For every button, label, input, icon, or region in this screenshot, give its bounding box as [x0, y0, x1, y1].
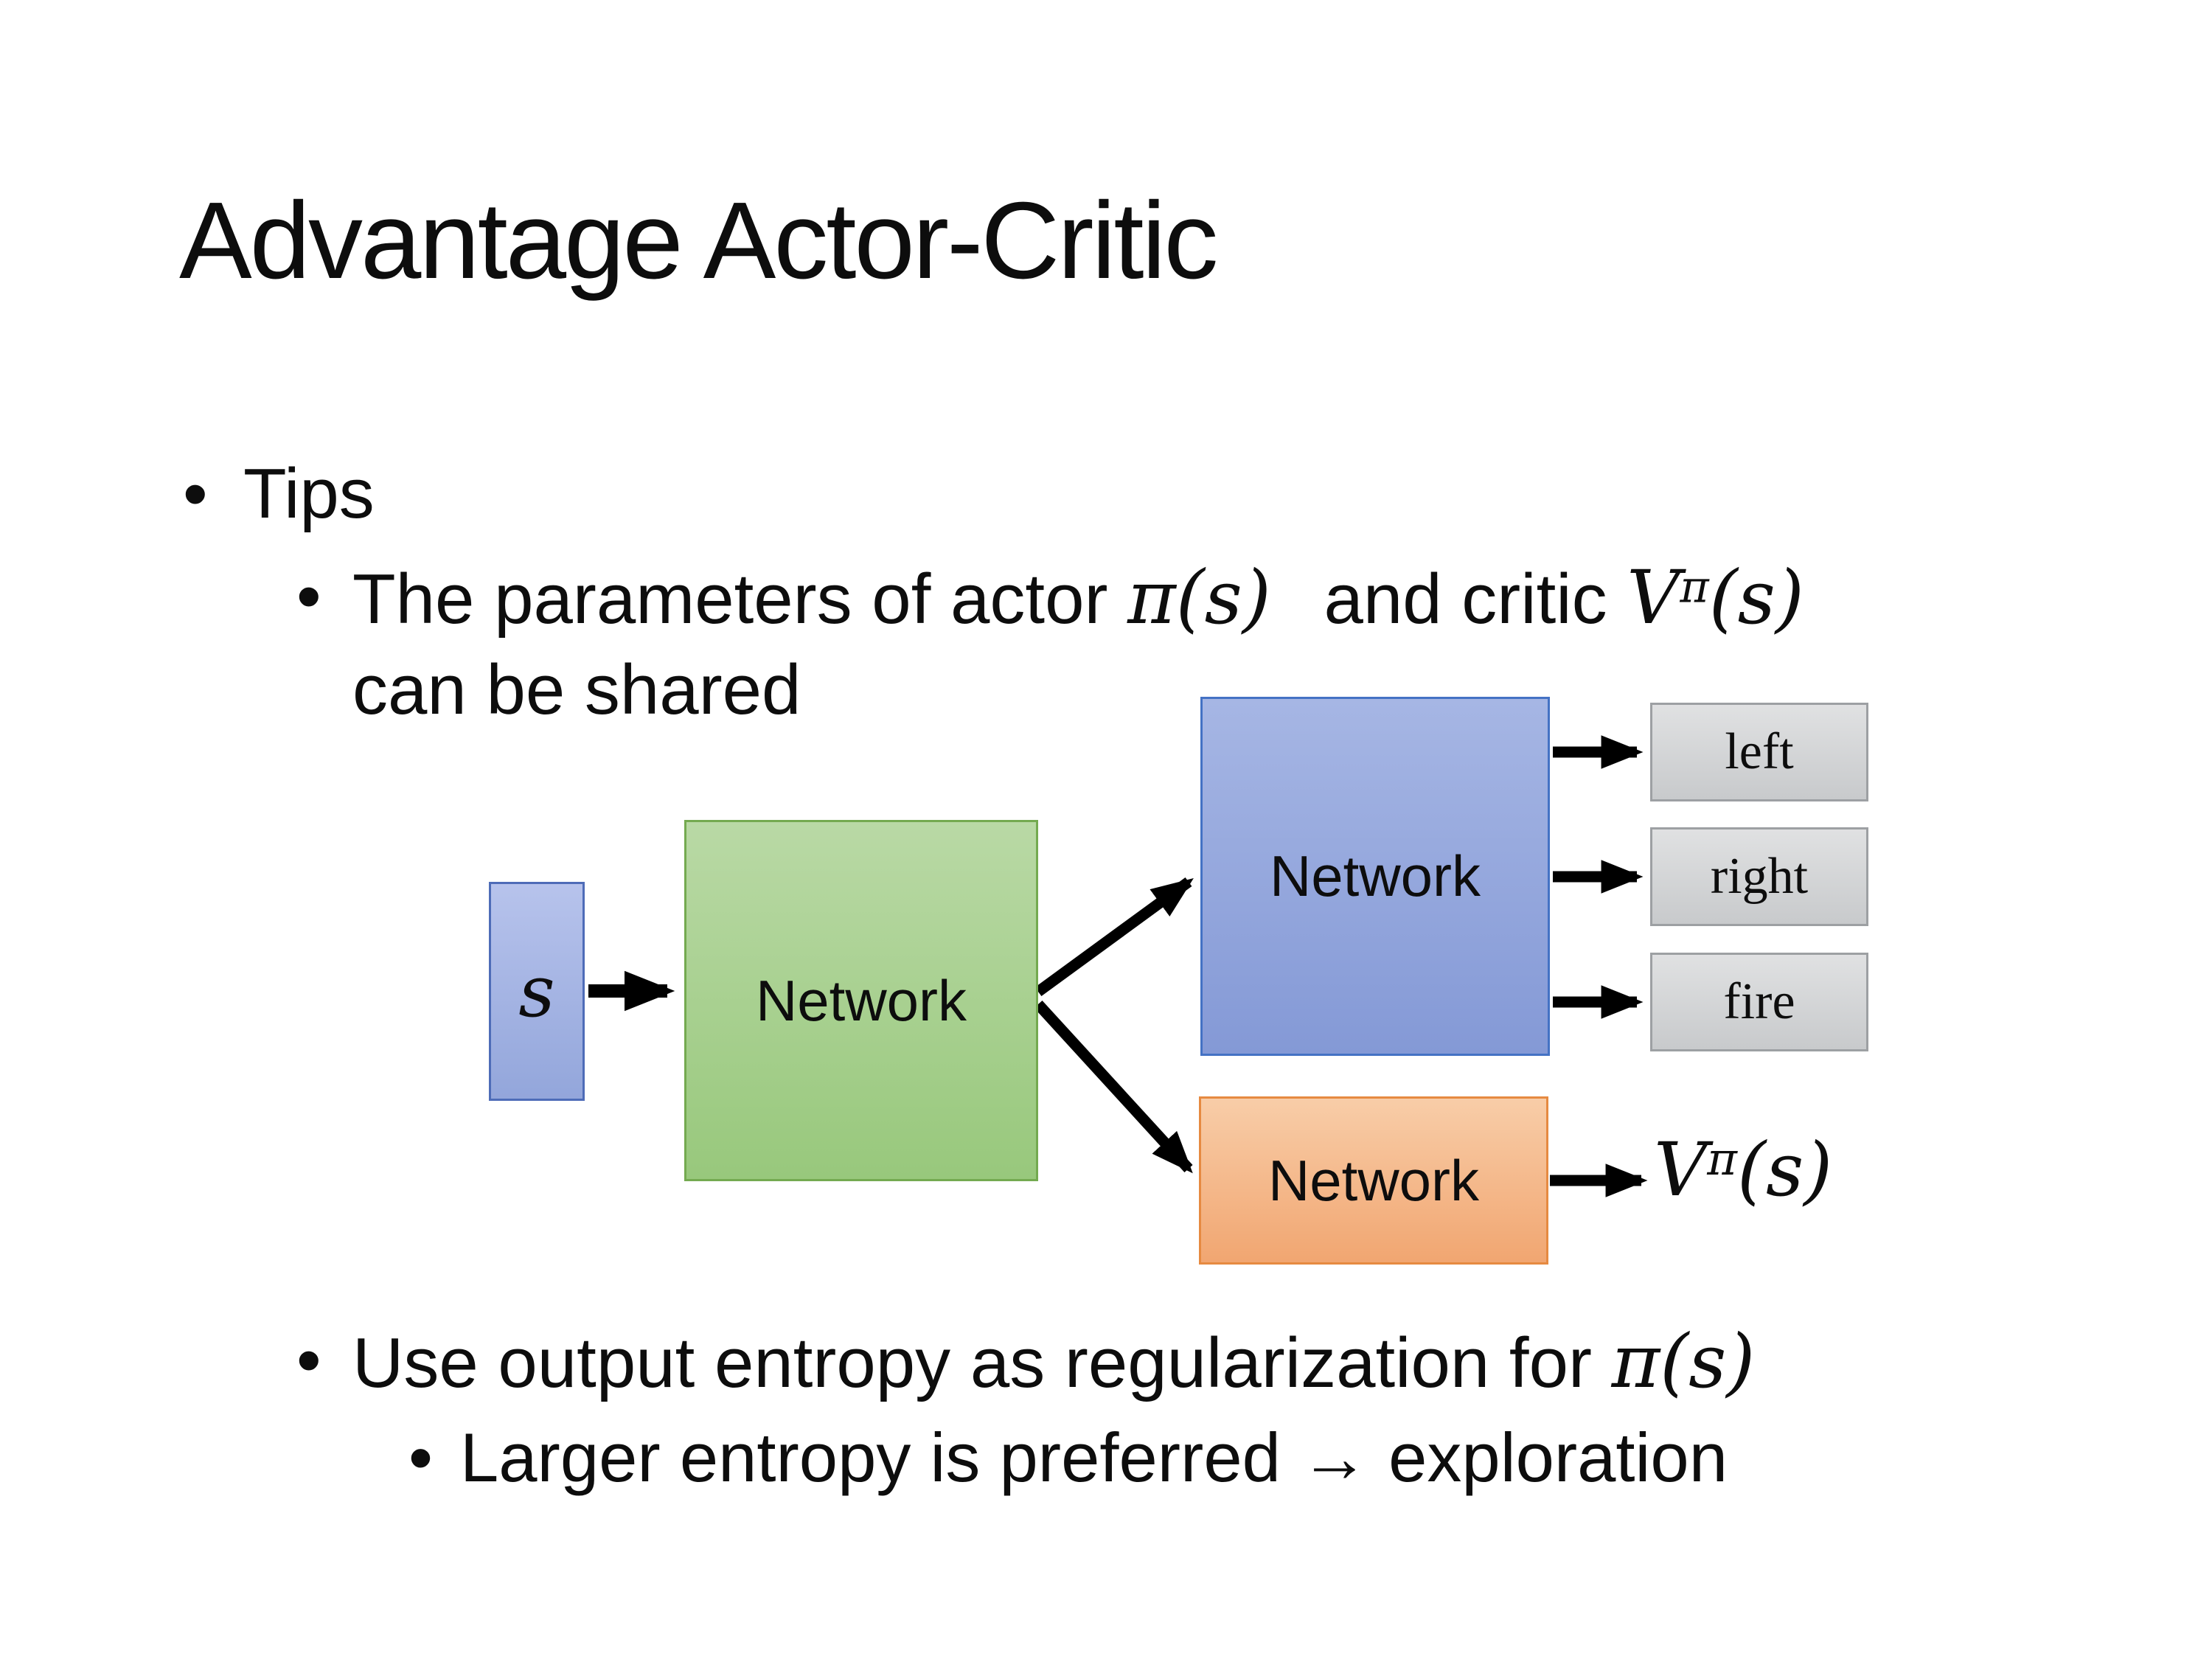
right-arrow-glyph: → — [1300, 1419, 1370, 1496]
action-label-fire: fire — [1723, 973, 1795, 1030]
critic-network-label: Network — [1267, 1147, 1480, 1213]
bullet-dot: • — [296, 1321, 321, 1399]
action-label-right: right — [1710, 848, 1809, 905]
value-base: V — [1627, 554, 1680, 641]
value-base: V — [1654, 1127, 1708, 1213]
page-title: Advantage Actor-Critic — [179, 180, 1218, 302]
actor-network-box: Network — [1200, 697, 1550, 1056]
state-input-box: s — [489, 882, 585, 1101]
bullet-shared-params: • The parameters of actor π(s) and criti… — [296, 552, 1804, 735]
value-arg: (s) — [1708, 554, 1804, 641]
shared-params-line2: can be shared — [352, 650, 801, 729]
entropy-reg-pre: Use output entropy as regularization for — [352, 1324, 1612, 1402]
value-function-output: Vπ(s) — [1654, 1127, 1832, 1213]
action-label-left: left — [1725, 723, 1794, 780]
shared-network-box: Network — [684, 820, 1038, 1181]
bullet-shared-params-text: The parameters of actor π(s) and critic … — [352, 552, 1804, 735]
bullet-tips-label: Tips — [243, 454, 375, 533]
bullet-entropy-reg: • Use output entropy as regularization f… — [296, 1315, 1755, 1409]
shared-network-label: Network — [755, 967, 967, 1033]
value-superscript: π — [1707, 1132, 1737, 1186]
value-superscript: π — [1680, 561, 1709, 613]
policy-math: π(s) — [1611, 1318, 1756, 1405]
bullet-dot: • — [183, 454, 208, 533]
bullet-dot: • — [296, 557, 321, 636]
bullet-entropy-note: • Larger entropy is preferred → explorat… — [408, 1413, 1728, 1501]
entropy-note-pre: Larger entropy is preferred — [460, 1419, 1301, 1496]
shared-params-mid: and critic — [1304, 560, 1627, 639]
entropy-note-text: Larger entropy is preferred → exploratio… — [460, 1413, 1728, 1501]
arrow-shared-to-critic — [1034, 1000, 1193, 1174]
arrow-shared-to-actor — [1034, 877, 1194, 997]
actor-network-label: Network — [1269, 844, 1481, 908]
bullet-dot: • — [408, 1419, 433, 1496]
shared-params-pre: The parameters of actor — [352, 560, 1128, 639]
action-box-fire: fire — [1650, 953, 1868, 1051]
critic-value-math: Vπ(s) — [1627, 554, 1804, 641]
value-arg: (s) — [1736, 1127, 1833, 1213]
action-box-left: left — [1650, 703, 1868, 801]
actor-policy-math: π(s) — [1127, 554, 1271, 641]
entropy-reg-text: Use output entropy as regularization for… — [352, 1315, 1755, 1409]
shared-params-line1: The parameters of actor π(s) and critic … — [352, 552, 1804, 645]
state-label: s — [518, 950, 555, 1033]
action-box-right: right — [1650, 827, 1868, 926]
entropy-note-post: exploration — [1369, 1419, 1728, 1496]
bullet-tips: • Tips — [183, 449, 375, 539]
critic-network-box: Network — [1199, 1096, 1548, 1265]
